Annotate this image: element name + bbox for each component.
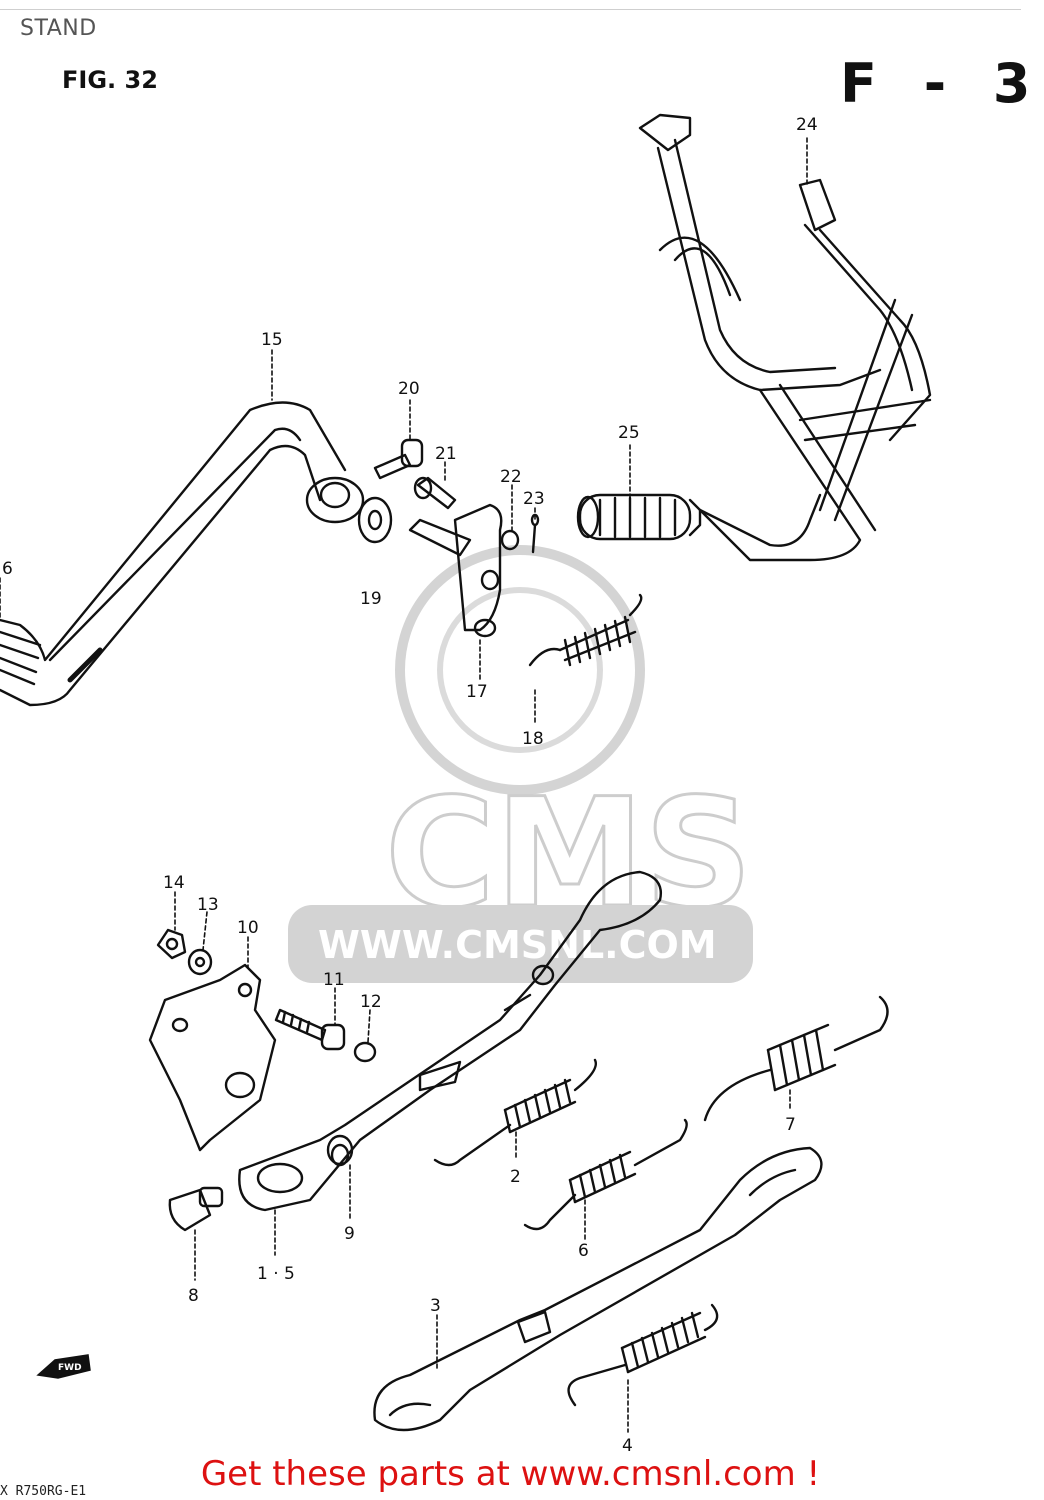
- direction-marker: FWD: [36, 1354, 91, 1379]
- top-divider: [0, 9, 1021, 10]
- stand-arm-part: [408, 503, 503, 638]
- label-11: 11: [323, 970, 345, 990]
- label-20: 20: [398, 379, 420, 399]
- stand-lever-part: [0, 401, 365, 707]
- label-17: 17: [466, 682, 488, 702]
- stand-frame-part: [638, 113, 932, 562]
- spring-part-upper: [528, 593, 643, 667]
- cta-link[interactable]: Get these parts at www.cmsnl.com !: [200, 1454, 821, 1494]
- parts-diagram: CMS WWW.CMSNL.COM: [0, 113, 932, 1456]
- nut-14-part: [156, 928, 187, 960]
- label-6: 6: [578, 1241, 589, 1261]
- watermark-url: WWW.CMSNL.COM: [318, 923, 717, 967]
- spring-2-part: [433, 1058, 597, 1167]
- label-15: 15: [261, 330, 283, 350]
- direction-marker-label: FWD: [58, 1363, 82, 1373]
- spring-7-part: [703, 995, 889, 1122]
- spring-4-part: [567, 1303, 719, 1407]
- washer-9-part: [330, 1143, 350, 1167]
- label-1-5: 1 · 5: [257, 1264, 295, 1284]
- label-2: 2: [510, 1167, 521, 1187]
- label-7: 7: [785, 1115, 796, 1135]
- label-16: 6: [2, 559, 13, 579]
- label-18: 18: [522, 729, 544, 749]
- washer-13-part: [187, 948, 213, 976]
- label-3: 3: [430, 1296, 441, 1316]
- leader-lines: [0, 137, 808, 1433]
- watermark-url-bar: [288, 905, 753, 983]
- label-23: 23: [523, 489, 545, 509]
- pin-part: [413, 476, 457, 510]
- bolt-8-part: [168, 1186, 224, 1232]
- label-14: 14: [163, 873, 185, 893]
- bolt-part: [373, 438, 424, 480]
- side-stand-part: [238, 870, 662, 1212]
- diagram-code: X R750RG-E1: [0, 1484, 87, 1499]
- label-22: 22: [500, 467, 522, 487]
- stand-grip-part: [576, 493, 702, 541]
- label-4: 4: [622, 1436, 633, 1456]
- label-8: 8: [188, 1286, 199, 1306]
- washer-part: [357, 496, 393, 544]
- section-title: STAND: [20, 16, 97, 41]
- cta-banner: Get these parts at www.cmsnl.com !: [0, 1454, 1021, 1494]
- label-24: 24: [796, 115, 818, 135]
- label-19: 19: [360, 589, 382, 609]
- main-stand-part: [373, 1146, 823, 1432]
- watermark: CMS WWW.CMSNL.COM: [288, 545, 754, 983]
- nut-part: [500, 529, 520, 551]
- label-10: 10: [237, 918, 259, 938]
- figure-code: F - 3: [840, 52, 1044, 115]
- label-9: 9: [344, 1224, 355, 1244]
- spring-6-part: [523, 1118, 688, 1231]
- label-12: 12: [360, 992, 382, 1012]
- label-25: 25: [618, 423, 640, 443]
- bolt-11-part: [274, 1008, 346, 1051]
- figure-label: FIG. 32: [62, 66, 158, 94]
- watermark-logo-head: [395, 545, 645, 795]
- label-13: 13: [197, 895, 219, 915]
- label-21: 21: [435, 444, 457, 464]
- cap-12-part: [353, 1041, 377, 1063]
- part-labels: 24 15 20 21 22 23 25 6 19 17 18 14 13 10…: [2, 115, 818, 1456]
- bracket-part: [148, 963, 277, 1152]
